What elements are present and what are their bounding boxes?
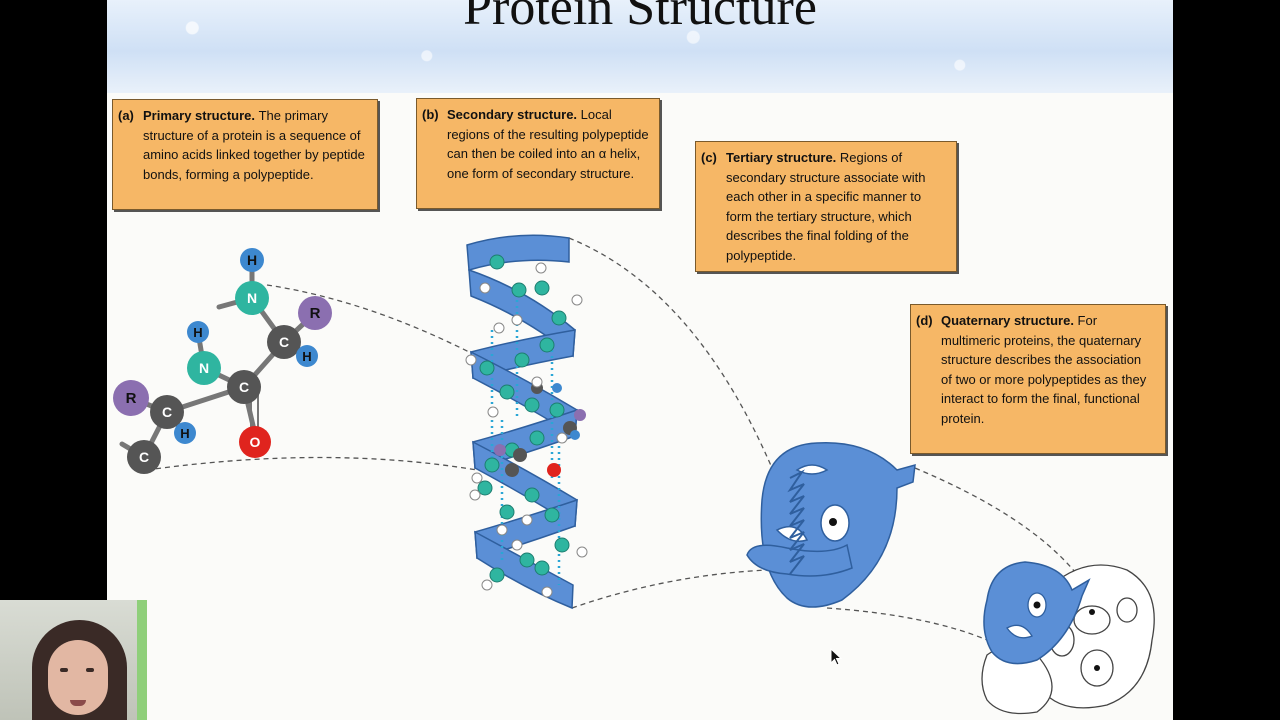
svg-text:N: N <box>199 360 209 376</box>
title-banner <box>107 0 1173 93</box>
svg-text:N: N <box>247 290 257 306</box>
atom-r1: R <box>298 296 332 330</box>
connector-c-top <box>914 467 1076 573</box>
atom-h4: H <box>174 422 196 444</box>
atom-n2: N <box>187 351 221 385</box>
svg-text:H: H <box>247 252 257 268</box>
svg-text:R: R <box>126 390 137 407</box>
box-d-heading: Quaternary structure. <box>941 313 1078 328</box>
atom-h1: H <box>240 248 264 272</box>
dashed-connectors <box>146 237 1076 641</box>
connector-b-top <box>568 237 776 476</box>
atom-c1: C <box>267 325 301 359</box>
box-quaternary-structure: (d) Quaternary structure. For multimeric… <box>910 304 1166 454</box>
atom-c3: C <box>150 395 184 429</box>
atom-o1: O <box>239 426 271 458</box>
box-c-heading: Tertiary structure. <box>726 150 840 165</box>
svg-text:C: C <box>239 379 249 395</box>
connector-a-top <box>266 284 476 356</box>
svg-text:C: C <box>139 449 149 465</box>
atom-c4: C <box>127 440 161 474</box>
alpha-helix <box>465 234 588 610</box>
mouse-pointer-icon <box>830 648 843 666</box>
webcam-overlay <box>0 600 147 720</box>
connector-b-bottom <box>571 569 768 609</box>
slide-title: Protein Structure <box>463 0 817 36</box>
svg-text:H: H <box>180 426 189 441</box>
svg-text:C: C <box>162 404 172 420</box>
atom-c2: C <box>227 370 261 404</box>
box-c-text: Regions of secondary structure associate… <box>726 150 926 263</box>
slide: Protein Structure <box>107 0 1173 720</box>
box-secondary-structure: (b) Secondary structure. Local regions o… <box>416 98 660 209</box>
svg-text:R: R <box>310 305 321 322</box>
box-b-text: Local regions of the resulting polypepti… <box>447 107 649 181</box>
connector-c-bottom <box>826 607 988 641</box>
atom-h2: H <box>187 321 209 343</box>
svg-text:H: H <box>193 325 202 340</box>
protein-structure-diagram: H N R C H H N C O R C H C <box>113 234 1155 715</box>
box-d-text: For multimeric proteins, the quaternary … <box>941 313 1147 426</box>
quaternary-complex <box>981 561 1155 715</box>
box-d-label: (d) <box>916 313 933 328</box>
box-tertiary-structure: (c) Tertiary structure. Regions of secon… <box>695 141 957 272</box>
svg-text:O: O <box>250 434 261 450</box>
tertiary-fold <box>746 441 916 608</box>
box-b-label: (b) <box>422 107 439 122</box>
atom-h3: H <box>296 345 318 367</box>
svg-text:H: H <box>302 349 311 364</box>
peptide-molecule: H N R C H H N C O R C H C <box>113 248 332 474</box>
box-c-label: (c) <box>701 150 717 165</box>
atom-n1: N <box>235 281 269 315</box>
svg-text:C: C <box>279 334 289 350</box>
box-b-heading: Secondary structure. <box>447 107 581 122</box>
box-primary-structure: (a) Primary structure. The primary struc… <box>112 99 378 210</box>
box-a-heading: Primary structure. <box>143 108 259 123</box>
connector-a-bottom <box>146 456 478 471</box>
box-a-text: The primary structure of a protein is a … <box>143 108 365 182</box>
box-a-label: (a) <box>118 108 134 123</box>
atom-r2: R <box>113 380 149 416</box>
